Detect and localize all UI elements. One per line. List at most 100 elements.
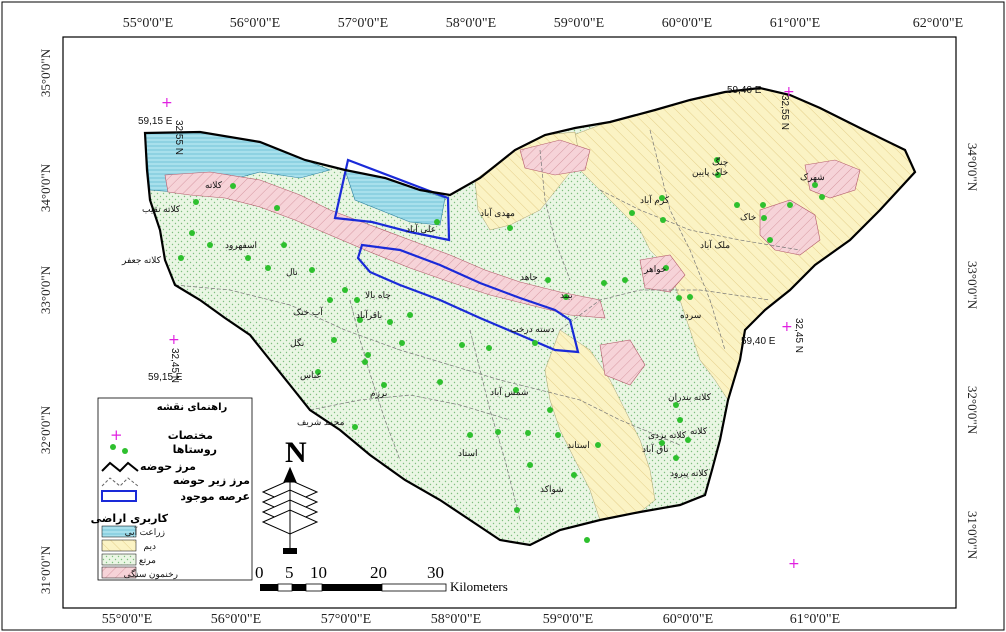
- village-label: شهرک: [800, 172, 825, 183]
- village-label: بیند: [560, 290, 573, 300]
- right-tick: 32°0'0"N: [965, 386, 980, 435]
- village-label: جاهد: [520, 272, 538, 282]
- top-tick: 57°0'0"E: [338, 16, 388, 31]
- legend-irrigated-label: زراعت آبی: [125, 526, 165, 538]
- legend-coords-icon: +: [110, 426, 123, 444]
- right-tick-labels: 34°0'0"N 33°0'0"N 32°0'0"N 31°0'0"N: [965, 143, 980, 560]
- top-tick: 55°0'0"E: [123, 16, 173, 31]
- legend-basin-label: مرز حوضه: [140, 460, 196, 473]
- village-label: سرده: [680, 310, 701, 321]
- top-tick: 62°0'0"E: [913, 16, 963, 31]
- coord-tr-e: 59,40 E: [727, 85, 762, 96]
- village-label: نال: [286, 267, 298, 277]
- right-tick: 33°0'0"N: [965, 261, 980, 310]
- rock-mid2: [599, 339, 646, 386]
- village-label: دسته درخت: [510, 324, 554, 335]
- bottom-tick: 59°0'0"E: [543, 612, 593, 627]
- village-label: تاق آباد: [642, 443, 669, 454]
- bottom-tick: 57°0'0"E: [321, 612, 371, 627]
- coordinate-markers: + 59,15 E 32,55 N + 59,40 E 32,55 N + 59…: [138, 84, 804, 572]
- top-tick: 56°0'0"E: [230, 16, 280, 31]
- village-label: کلاته جعفر: [121, 255, 162, 266]
- village-labels: کلاته کلاته نقیب کلاته جعفر اسفهرود نال …: [121, 156, 825, 495]
- top-tick-labels: 55°0'0"E 56°0'0"E 57°0'0"E 58°0'0"E 59°0…: [123, 16, 963, 31]
- village-label: عباس: [300, 370, 322, 381]
- village-label: محمد شریف: [297, 417, 345, 428]
- left-tick: 33°0'0"N: [38, 265, 53, 314]
- legend-subbasin-icon: [101, 477, 139, 487]
- rock-mid: [639, 254, 686, 293]
- legend-rangeland-icon: [101, 553, 137, 566]
- legend-coords-label: مختصات: [168, 429, 213, 442]
- village-label: نگل: [290, 337, 304, 348]
- north-arrow-letter: N: [285, 436, 307, 469]
- village-label: کلاته یزدی: [648, 430, 687, 441]
- left-tick: 31°0'0"N: [38, 545, 53, 594]
- right-tick: 31°0'0"N: [965, 511, 980, 560]
- legend-dryland-label: دیم: [143, 541, 156, 552]
- top-tick: 60°0'0"E: [662, 16, 712, 31]
- scale-label: 0: [255, 563, 264, 582]
- legend-rock-icon: [101, 566, 137, 579]
- legend-village-icon: [110, 444, 116, 450]
- village-label: کرم آباد: [640, 194, 670, 206]
- legend-villages-label: روستاها: [173, 443, 217, 456]
- bottom-tick: 60°0'0"E: [663, 612, 713, 627]
- coord-marker-icon: +: [783, 84, 795, 100]
- village-label: شمس آباد: [490, 386, 528, 398]
- village-label: کلاته بندران: [668, 392, 712, 403]
- coord-bl-n: 32,45 N: [169, 348, 180, 383]
- village-label: خاک: [740, 212, 756, 222]
- village-label: شواکد: [540, 484, 564, 495]
- north-arrow-base: [283, 548, 297, 554]
- coord-marker-icon: +: [781, 319, 793, 335]
- subbasin-boundaries: [174, 129, 801, 521]
- bottom-tick: 58°0'0"E: [431, 612, 481, 627]
- coord-br-e: 59,40 E: [741, 336, 776, 347]
- scale-label: 10: [310, 563, 327, 582]
- village-label: خاک پایین: [692, 167, 728, 178]
- top-tick: 61°0'0"E: [770, 16, 820, 31]
- village-dots: [178, 157, 825, 543]
- top-tick: 59°0'0"E: [554, 16, 604, 31]
- scale-label: 5: [285, 563, 294, 582]
- scale-seg: [292, 584, 306, 591]
- scale-unit: Kilometers: [450, 579, 508, 594]
- coord-marker-icon: +: [168, 332, 180, 348]
- scale-seg: [322, 584, 382, 591]
- coord-br-n: 32,45 N: [793, 318, 804, 353]
- village-label: خواهر: [643, 264, 666, 275]
- left-tick: 35°0'0"N: [38, 48, 53, 97]
- legend-village-icon: [122, 448, 128, 454]
- village-label: باقرآباد: [356, 309, 382, 321]
- scale-label: 30: [427, 563, 444, 582]
- right-tick: 34°0'0"N: [965, 143, 980, 192]
- bottom-tick: 61°0'0"E: [790, 612, 840, 627]
- north-arrow-icon: [261, 466, 319, 550]
- village-label: اسفهرود: [225, 240, 257, 251]
- village-label: استاد: [458, 448, 478, 458]
- village-label: کلاته: [205, 180, 223, 190]
- legend-landuse-label: کاربری اراضی: [91, 512, 169, 525]
- legend-irrigated-icon: [101, 525, 137, 538]
- scale-seg: [260, 584, 278, 591]
- village-label: کلاته نقیب: [142, 204, 181, 214]
- village-label: برزم: [370, 388, 387, 399]
- scale-seg: [277, 583, 293, 592]
- legend-area-label: عرصه موجود: [180, 490, 250, 503]
- village-label: کلاته پیرود: [670, 468, 709, 479]
- top-tick: 58°0'0"E: [446, 16, 496, 31]
- left-tick: 34°0'0"N: [38, 163, 53, 212]
- left-tick-labels: 35°0'0"N 34°0'0"N 33°0'0"N 32°0'0"N 31°0…: [38, 48, 53, 594]
- legend-rock-label: رخنمون سنگی: [124, 568, 178, 580]
- legend-area-icon: [101, 490, 137, 502]
- scale-seg: [381, 583, 447, 592]
- legend: راهنمای نقشه + مختصات روستاها مرز حوضه م…: [91, 397, 253, 581]
- village-label: آب خنک: [293, 306, 323, 317]
- village-label: چنگ: [712, 156, 728, 168]
- village-label: چاه بالا: [365, 290, 391, 301]
- coord-marker-icon: +: [161, 95, 173, 111]
- rock-ne: [804, 159, 861, 199]
- coord-tl-n: 32,55 N: [173, 120, 184, 155]
- left-tick: 32°0'0"N: [38, 405, 53, 454]
